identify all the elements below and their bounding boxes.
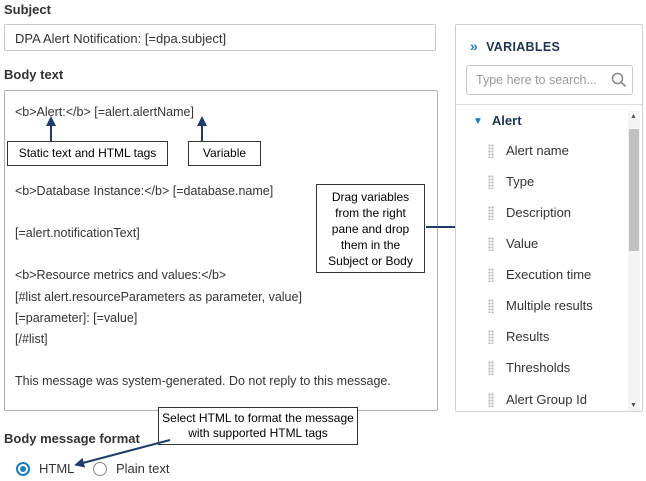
callout-line: pane and drop [331, 222, 410, 236]
variable-item-label: Value [506, 236, 539, 251]
double-chevron-right-icon[interactable]: » [470, 38, 479, 54]
callout-line: Select HTML to format the message [162, 411, 354, 425]
panel-divider [456, 104, 642, 105]
variable-item-label: Type [506, 174, 535, 189]
radio-plain-text[interactable] [93, 462, 107, 476]
variable-item-execution-time[interactable]: Execution time [488, 267, 591, 283]
callout-line: them in the [340, 238, 401, 252]
variable-item-label: Multiple results [506, 298, 593, 313]
subject-label: Subject [4, 2, 51, 17]
radio-html-label[interactable]: HTML [39, 461, 75, 476]
variable-item-label: Alert name [506, 143, 569, 158]
callout-line: with supported HTML tags [188, 426, 328, 440]
body-line: [=parameter]: [=value] [15, 311, 138, 325]
drag-handle-icon[interactable] [488, 360, 494, 375]
callout-drag-variables: Drag variables from the right pane and d… [316, 184, 425, 273]
variable-item-label: Results [506, 329, 550, 344]
drag-handle-icon[interactable] [488, 298, 494, 313]
body-line: <b>Database Instance:</b> [=database.nam… [15, 184, 274, 198]
variable-item-description[interactable]: Description [488, 205, 571, 221]
body-line: [=alert.notificationText] [15, 226, 140, 240]
callout-line: Subject or Body [328, 254, 413, 268]
variable-item-thresholds[interactable]: Thresholds [488, 360, 570, 376]
body-line: <b>Alert:</b> [=alert.alertName] [15, 105, 194, 119]
variable-item-alert-group-id[interactable]: Alert Group Id [488, 392, 587, 408]
variables-header[interactable]: » VARIABLES [470, 38, 560, 54]
body-line: This message was system-generated. Do no… [15, 374, 391, 388]
drag-handle-icon[interactable] [488, 392, 494, 407]
variable-item-type[interactable]: Type [488, 174, 534, 190]
callout-line: Drag variables [331, 190, 410, 204]
radio-plain-text-label[interactable]: Plain text [116, 461, 170, 476]
variable-item-label: Thresholds [506, 360, 571, 375]
body-line: [#list alert.resourceParameters as param… [15, 290, 302, 304]
callout-select-html: Select HTML to format the message with s… [158, 407, 358, 445]
drag-handle-icon[interactable] [488, 267, 494, 282]
variable-item-label: Alert Group Id [506, 392, 587, 407]
variables-scrollbar[interactable]: ▲ ▼ [628, 111, 640, 411]
body-line: [/#list] [15, 332, 48, 346]
scroll-up-icon[interactable]: ▲ [630, 113, 637, 120]
variable-group-alert[interactable]: ▼ Alert [473, 113, 522, 128]
variables-title: VARIABLES [486, 40, 561, 54]
scrollbar-thumb[interactable] [629, 129, 639, 251]
search-icon[interactable] [611, 72, 627, 88]
body-line: <b>Resource metrics and values:</b> [15, 268, 227, 282]
subject-input[interactable]: DPA Alert Notification: [=dpa.subject] [4, 24, 436, 51]
arrow-select-html [74, 439, 171, 468]
variable-item-results[interactable]: Results [488, 329, 549, 345]
variable-item-value[interactable]: Value [488, 236, 538, 252]
drag-handle-icon[interactable] [488, 236, 494, 251]
variable-item-label: Execution time [506, 267, 592, 282]
callout-static-text: Static text and HTML tags [7, 141, 168, 166]
drag-handle-icon[interactable] [488, 329, 494, 344]
callout-line: from the right [335, 206, 406, 220]
drag-handle-icon[interactable] [488, 174, 494, 189]
variable-item-alert-name[interactable]: Alert name [488, 143, 569, 159]
scroll-down-icon[interactable]: ▼ [630, 402, 637, 409]
callout-variable: Variable [188, 141, 261, 166]
variable-item-label: Description [506, 205, 572, 220]
caret-down-icon[interactable]: ▼ [473, 116, 483, 127]
variables-search-input[interactable]: Type here to search... [466, 65, 633, 95]
body-text-label: Body text [4, 67, 64, 82]
body-format-label: Body message format [4, 431, 140, 446]
drag-handle-icon[interactable] [488, 205, 494, 220]
variable-group-label: Alert [491, 113, 522, 128]
variable-item-multiple-results[interactable]: Multiple results [488, 298, 593, 314]
radio-html[interactable] [16, 462, 30, 476]
variables-panel: » VARIABLES Type here to search... ▼ Alert… [455, 24, 643, 412]
drag-handle-icon[interactable] [488, 143, 494, 158]
